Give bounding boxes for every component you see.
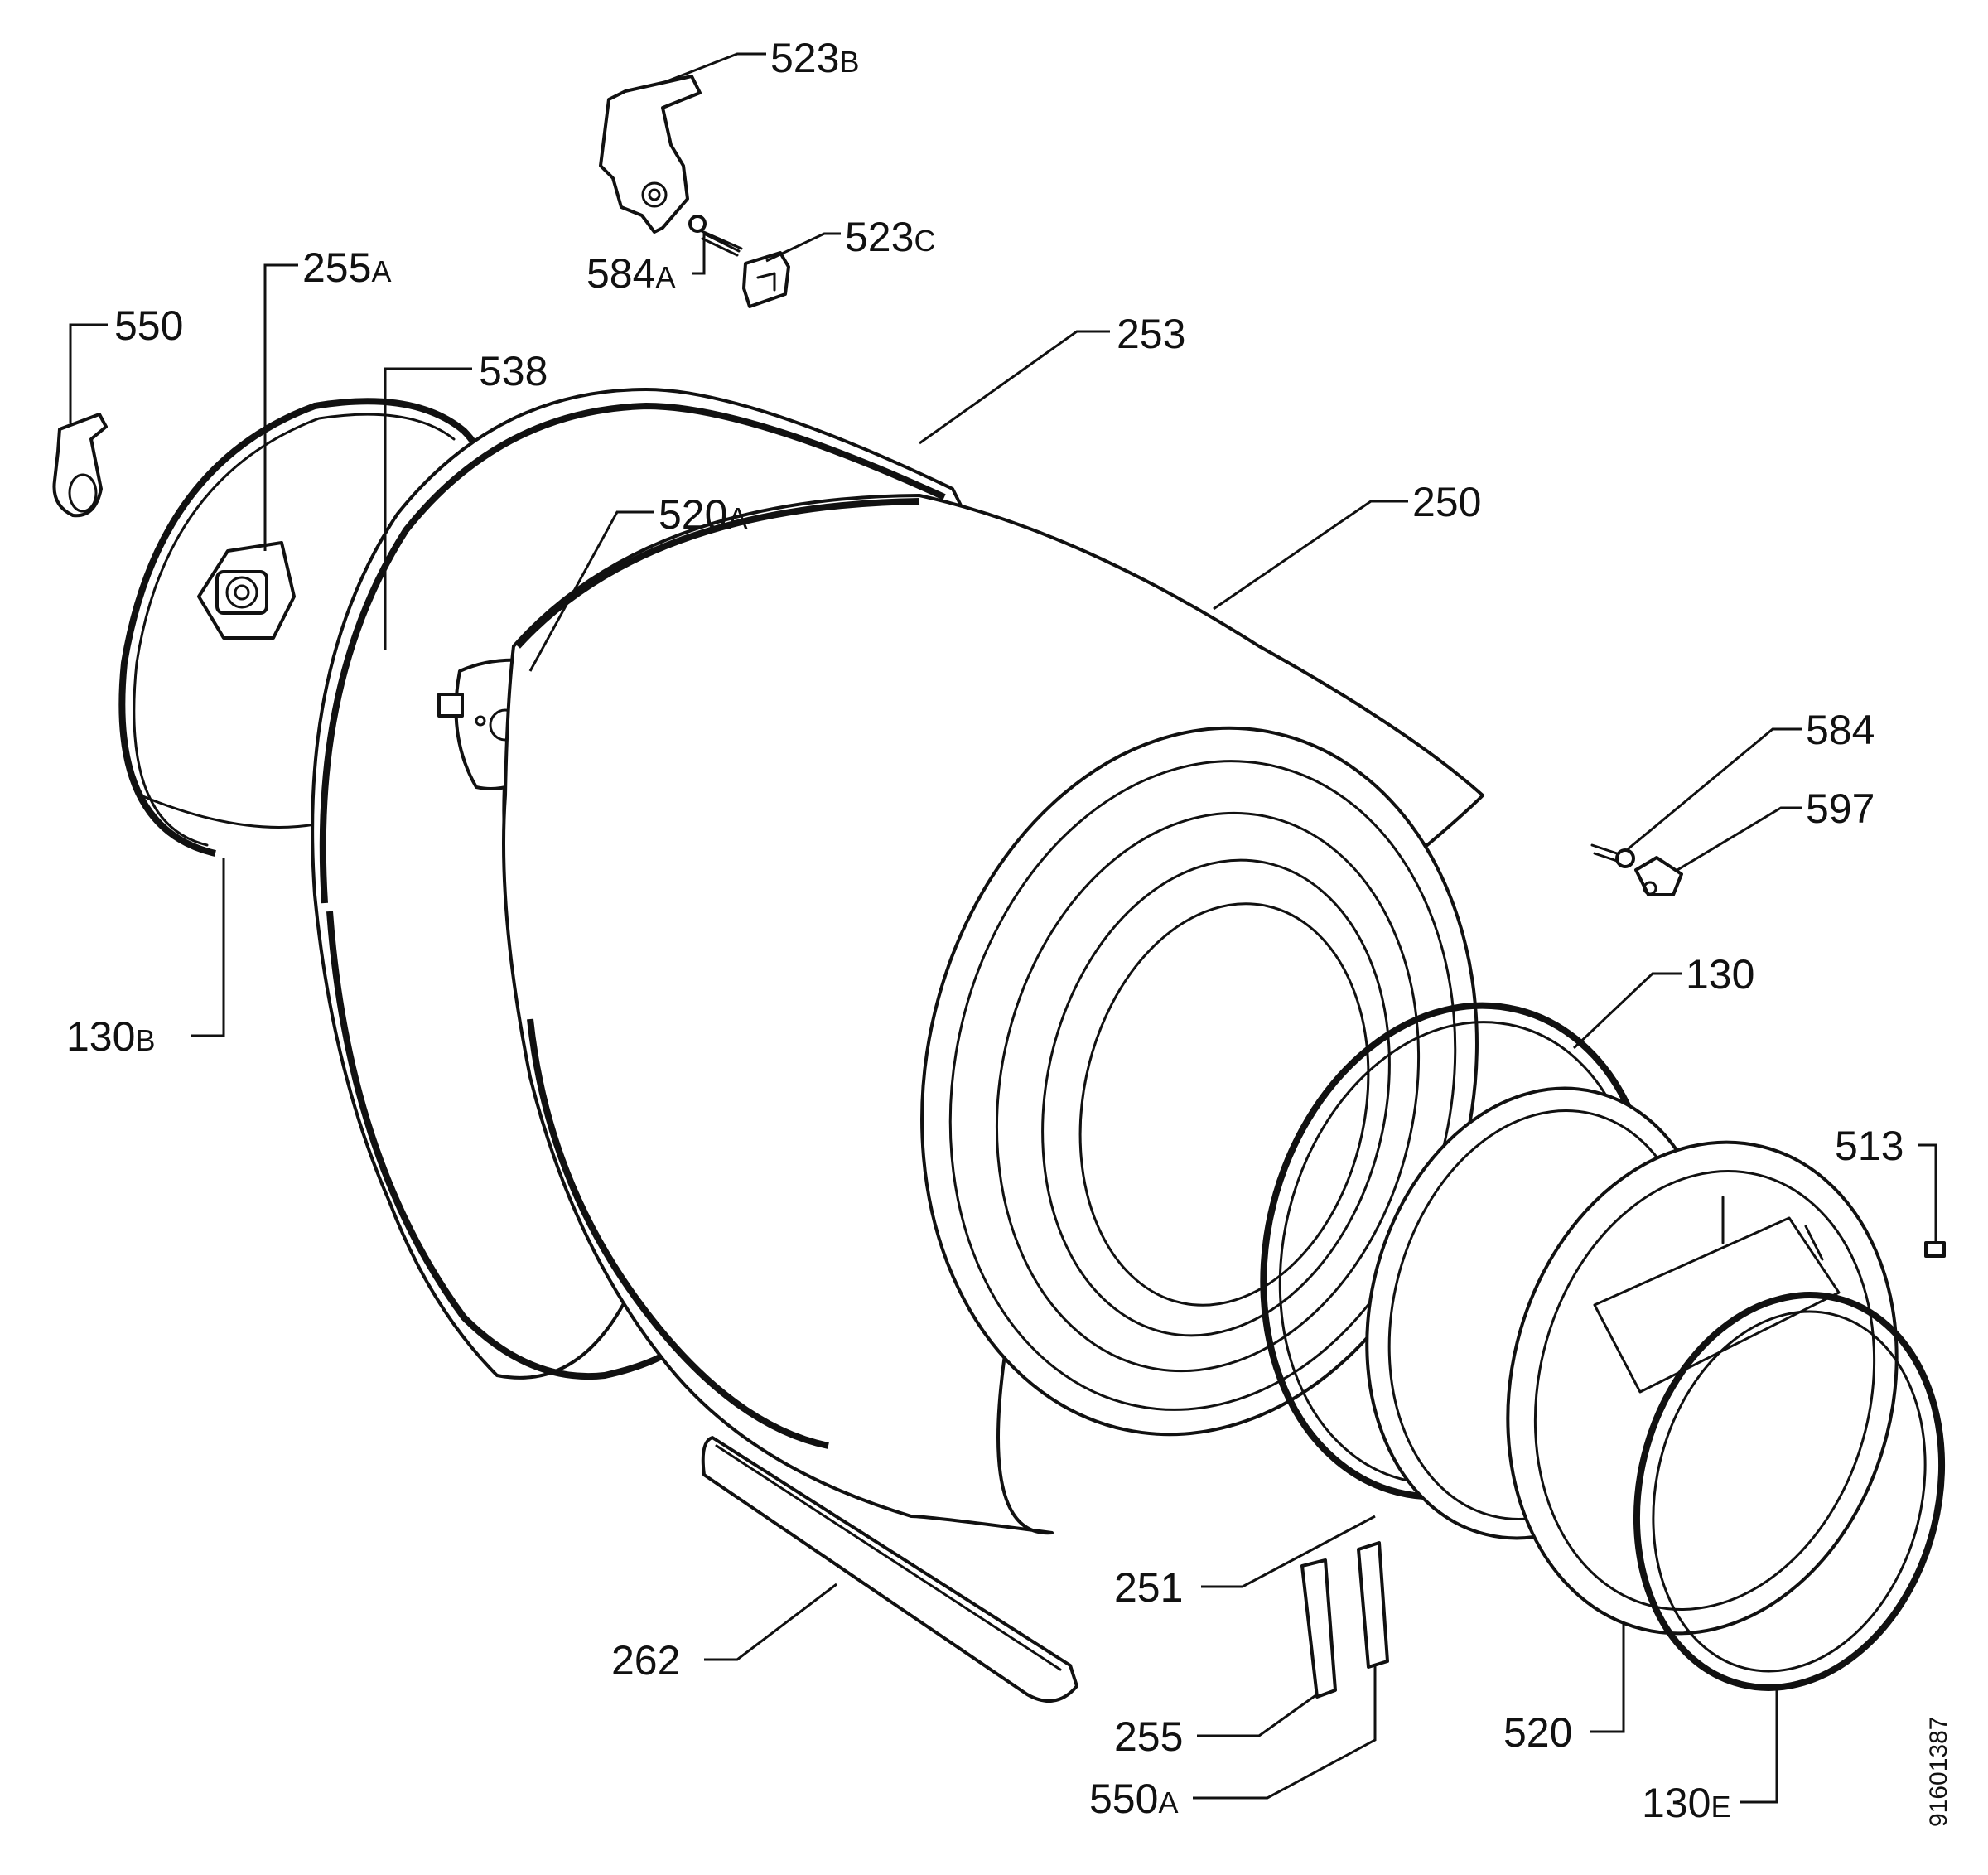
- part-255-strip: [1300, 1558, 1337, 1699]
- part-rear-plate: [139, 541, 316, 829]
- callout-523c: 523C: [845, 214, 935, 260]
- part-520-front-frame: [1506, 1140, 1899, 1636]
- leader-255: [1197, 1693, 1318, 1737]
- leader-550: [69, 323, 108, 423]
- part-584a-screw: [688, 215, 743, 257]
- callout-520a: 520A: [659, 491, 747, 538]
- part-523b-bracket: [599, 75, 702, 234]
- callout-597: 597: [1806, 785, 1875, 832]
- callout-255a: 255A: [302, 244, 391, 291]
- leader-597: [1677, 806, 1802, 872]
- leader-262: [704, 1583, 837, 1661]
- callout-584: 584: [1806, 707, 1875, 753]
- part-130e-gasket: [1633, 1292, 1946, 1691]
- part-523c-clip: [742, 251, 790, 308]
- leader-584a: [692, 232, 706, 275]
- leader-130b: [191, 858, 225, 1037]
- leader-550a: [1193, 1665, 1377, 1800]
- callout-584a: 584A: [586, 250, 675, 297]
- part-513-clip: [1924, 1241, 1946, 1258]
- callout-520: 520: [1503, 1709, 1572, 1756]
- leader-523b: [662, 52, 766, 85]
- part-250-drum: [502, 494, 1484, 1535]
- leader-523c: [765, 232, 841, 263]
- leader-251: [1201, 1515, 1376, 1588]
- leader-lines: [69, 52, 1937, 1804]
- part-597-knob: [1634, 856, 1683, 896]
- part-550-latch: [52, 413, 108, 518]
- leader-250: [1213, 500, 1408, 611]
- leader-255a: [263, 263, 298, 551]
- leader-520: [1590, 1624, 1625, 1733]
- leader-513: [1918, 1143, 1937, 1243]
- callout-250: 250: [1412, 479, 1481, 525]
- part-550a-clip: [1357, 1541, 1389, 1669]
- callout-550a: 550A: [1089, 1776, 1178, 1822]
- leader-130e: [1740, 1690, 1778, 1804]
- leader-584: [1627, 727, 1802, 851]
- callout-262: 262: [611, 1637, 680, 1684]
- callout-538: 538: [479, 348, 548, 394]
- leader-130: [1572, 972, 1682, 1050]
- part-130b-rear-seal: [118, 398, 494, 857]
- leader-538: [384, 367, 472, 650]
- callout-130b: 130B: [66, 1013, 155, 1060]
- callout-523b: 523B: [770, 35, 859, 81]
- part-584-screw: [1590, 843, 1635, 868]
- part-262-rail: [701, 1436, 1078, 1703]
- leader-520a: [528, 510, 654, 672]
- callout-130e: 130E: [1642, 1780, 1730, 1826]
- callout-251: 251: [1114, 1564, 1183, 1611]
- leader-253: [919, 330, 1110, 445]
- callout-253: 253: [1117, 311, 1185, 357]
- drawing-reference: 91601387: [1925, 1717, 1952, 1827]
- callout-labels: 523B 523C 584A 255A 550 538 253 520A 250…: [66, 35, 1904, 1826]
- callout-255: 255: [1114, 1713, 1183, 1760]
- callout-130: 130: [1686, 951, 1754, 998]
- callout-513: 513: [1835, 1123, 1904, 1169]
- callout-550: 550: [114, 302, 183, 349]
